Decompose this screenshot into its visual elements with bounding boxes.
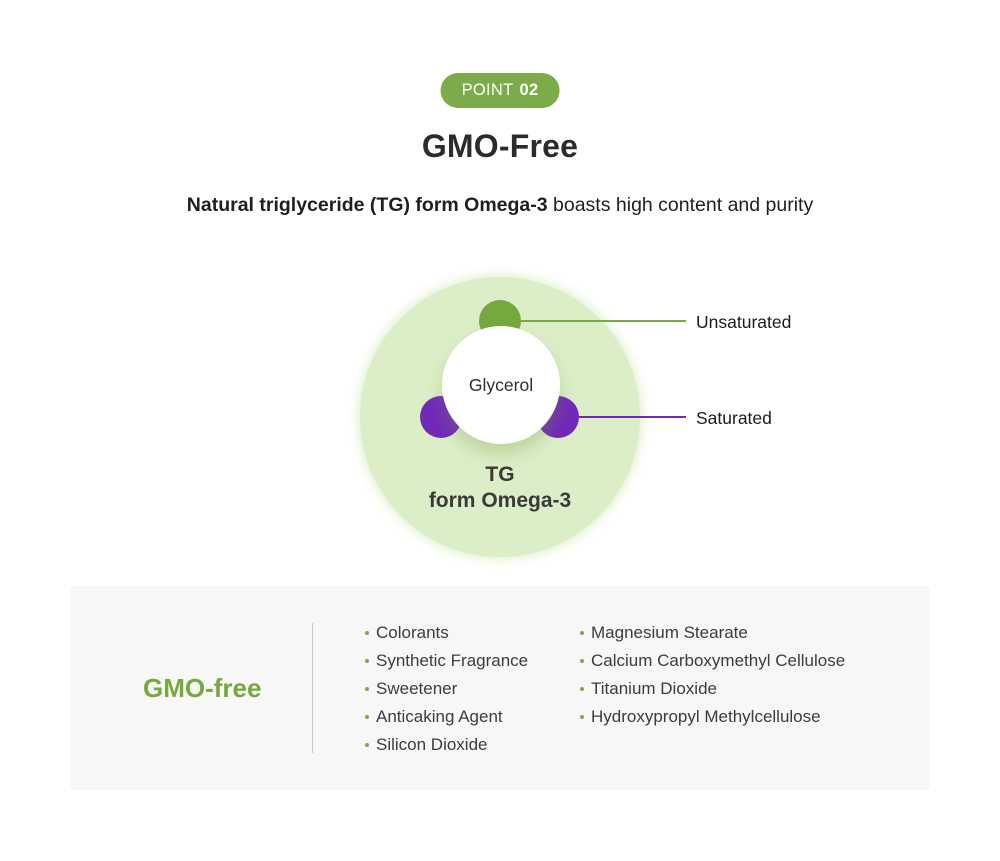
bullet-icon	[580, 687, 584, 691]
point-badge: POINT 02	[440, 73, 560, 108]
tg-form-omega3-label: TG form Omega-3	[350, 462, 650, 514]
tg-label-line1: TG	[485, 463, 515, 486]
list-item: Hydroxypropyl Methylcellulose	[580, 703, 845, 731]
bullet-icon	[365, 687, 369, 691]
glycerol-circle: Glycerol	[442, 326, 560, 444]
bullet-icon	[365, 659, 369, 663]
gmo-free-title: GMO-free	[143, 673, 262, 703]
list-item-label: Titanium Dioxide	[591, 679, 717, 698]
gmo-free-panel: GMO-free Colorants Synthetic Fragrance S…	[70, 586, 930, 790]
subtitle-regular-text: boasts high content and purity	[547, 194, 814, 216]
bullet-icon	[580, 715, 584, 719]
unsaturated-callout-line	[521, 320, 686, 322]
bullet-icon	[580, 659, 584, 663]
page-title: GMO-Free	[421, 128, 579, 164]
list-item: Titanium Dioxide	[580, 675, 845, 703]
list-item: Magnesium Stearate	[580, 619, 845, 647]
gmo-list-column1: Colorants Synthetic Fragrance Sweetener …	[365, 619, 528, 759]
list-item: Calcium Carboxymethyl Cellulose	[580, 647, 845, 675]
saturated-callout-line	[579, 416, 686, 418]
tg-label-line2: form Omega-3	[428, 489, 572, 512]
bullet-icon	[365, 743, 369, 747]
list-item-label: Colorants	[376, 623, 449, 642]
list-item: Anticaking Agent	[365, 703, 528, 731]
glycerol-label: Glycerol	[468, 374, 534, 395]
list-item-label: Calcium Carboxymethyl Cellulose	[591, 651, 846, 670]
bullet-icon	[365, 715, 369, 719]
bullet-icon	[365, 631, 369, 635]
gmo-list-column2: Magnesium Stearate Calcium Carboxymethyl…	[580, 619, 845, 731]
saturated-label: Saturated	[696, 408, 772, 428]
list-item: Sweetener	[365, 675, 528, 703]
list-item-label: Sweetener	[376, 679, 458, 698]
list-item: Colorants	[365, 619, 528, 647]
bullet-icon	[580, 631, 584, 635]
point-badge-label: POINT	[461, 81, 514, 99]
list-item-label: Anticaking Agent	[376, 707, 503, 726]
list-item-label: Silicon Dioxide	[376, 735, 488, 754]
subtitle-bold-text: Natural triglyceride (TG) form Omega-3	[186, 194, 548, 216]
list-item-label: Synthetic Fragrance	[376, 651, 529, 670]
subtitle: Natural triglyceride (TG) form Omega-3 b…	[0, 194, 1000, 217]
unsaturated-label: Unsaturated	[696, 312, 792, 332]
list-item: Silicon Dioxide	[365, 731, 528, 759]
list-item-label: Magnesium Stearate	[591, 623, 748, 642]
point-badge-number: 02	[519, 81, 539, 99]
list-item: Synthetic Fragrance	[365, 647, 528, 675]
list-item-label: Hydroxypropyl Methylcellulose	[591, 707, 821, 726]
vertical-divider	[312, 623, 313, 753]
